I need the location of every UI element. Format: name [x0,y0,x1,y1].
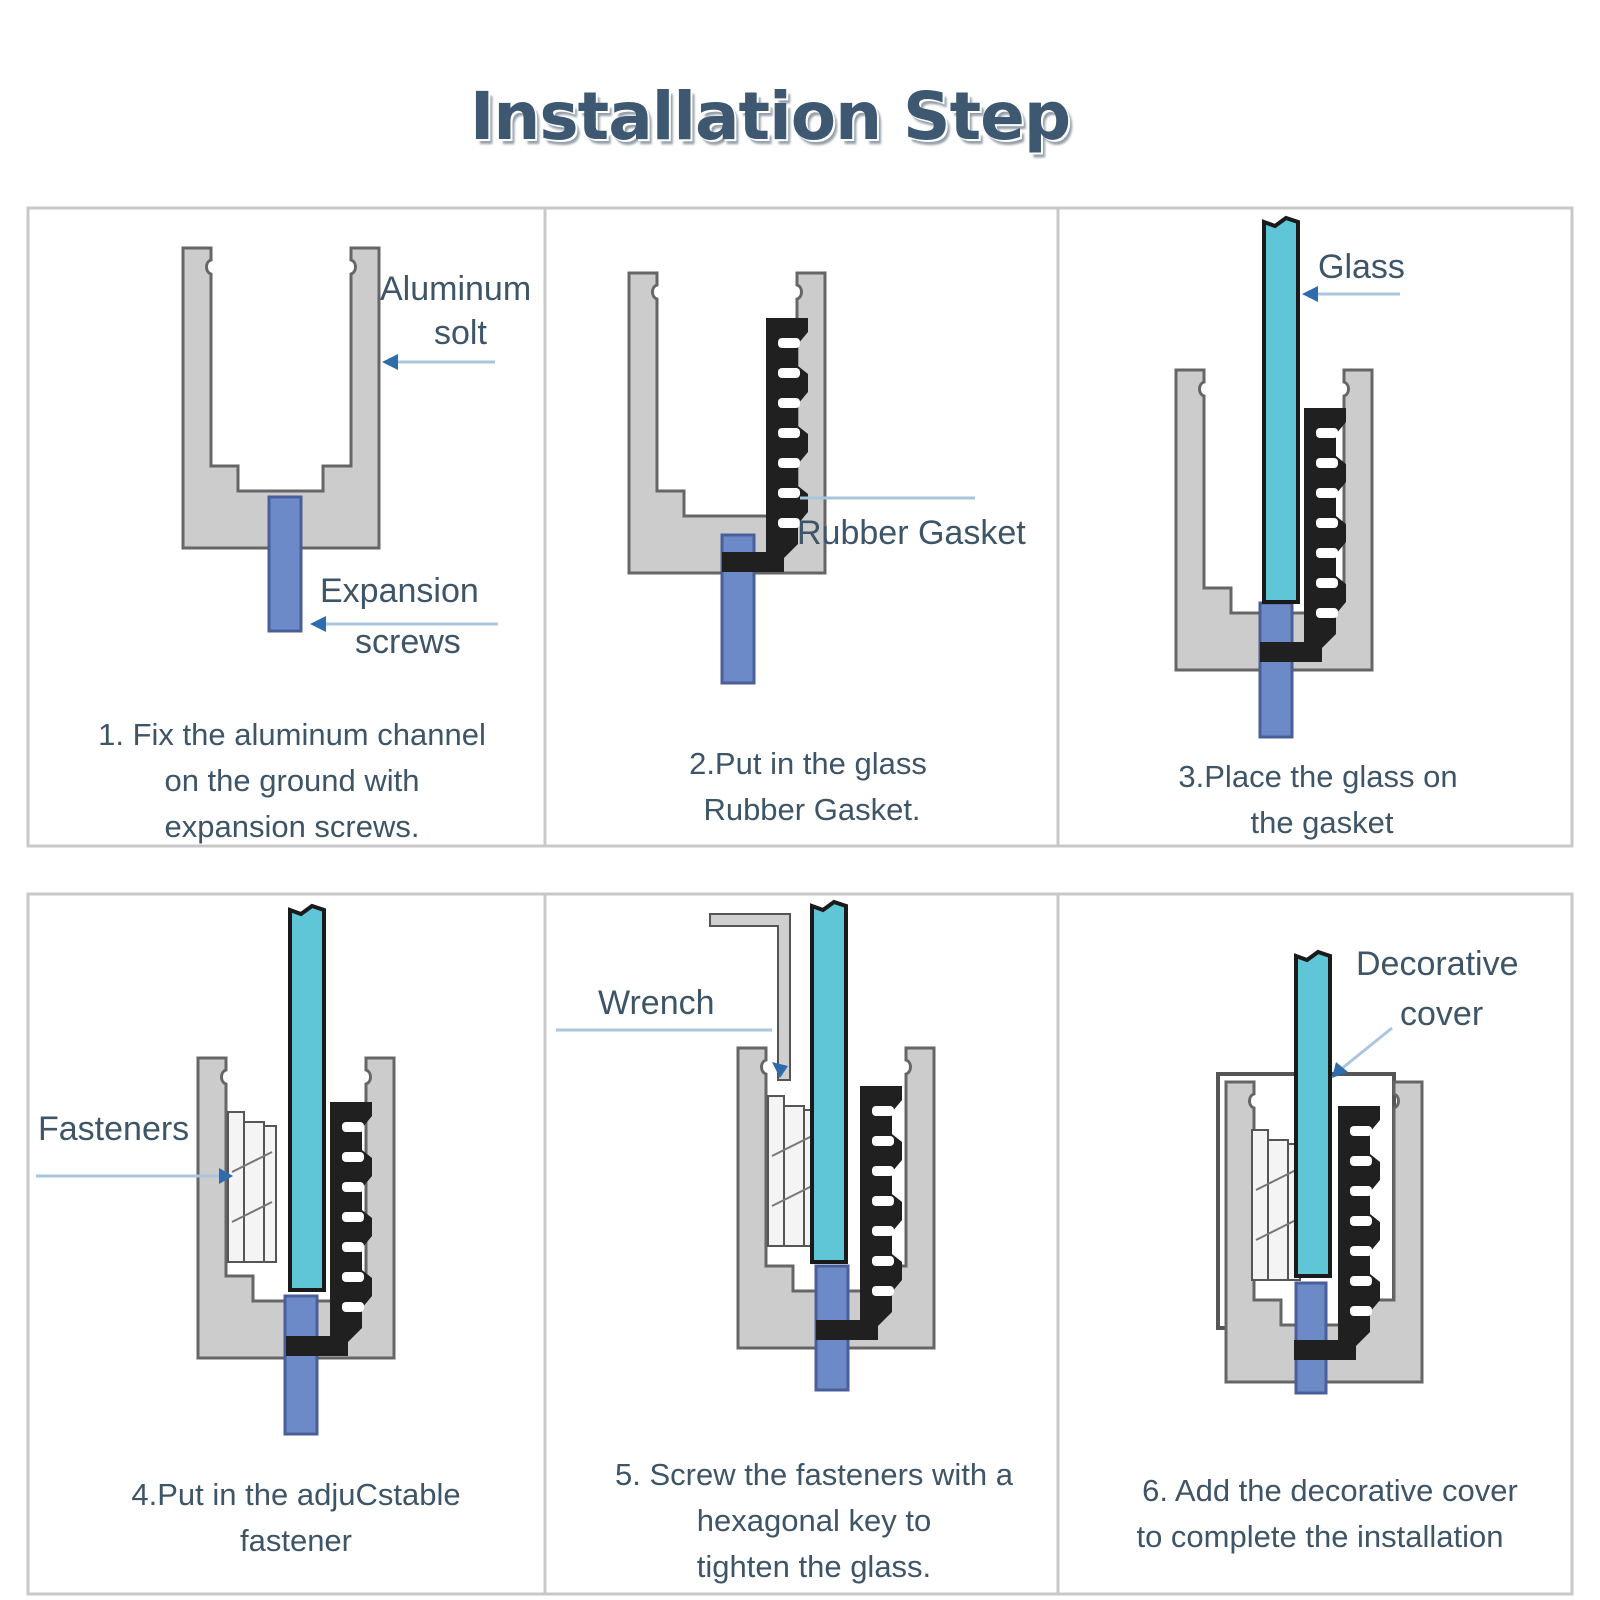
expansion-screw [283,1294,319,1436]
glass-panel [810,899,848,1264]
label-fasteners: Fasteners [38,1110,189,1148]
step-2-illustration [627,271,975,685]
arrow-icon [310,616,326,632]
step-5-illustration [556,899,936,1392]
step-5-caption-line1: 5. Screw the fasteners with a [615,1457,1014,1492]
label-decorative-cover-line1: Decorative [1356,945,1519,983]
expansion-screw [1258,601,1294,739]
label-glass: Glass [1318,248,1405,286]
step-4-caption-line1: 4.Put in the adjuCstable [131,1477,460,1512]
step-1-caption-line1: 1. Fix the aluminum channel [98,717,486,752]
fastener [767,1095,817,1247]
expansion-screw [267,495,303,633]
fastener [1251,1129,1301,1281]
step-1-caption-line2: on the ground with [164,763,419,798]
arrow-icon [772,1062,788,1078]
expansion-screw [1294,1281,1328,1395]
step-4-caption-line2: fastener [240,1523,352,1558]
arrow-icon [382,354,398,370]
step-3-caption-line1: 3.Place the glass on [1178,759,1457,794]
step-5-caption-line2: hexagonal key to [697,1503,931,1538]
label-rubber-gasket: Rubber Gasket [797,514,1026,552]
step-3-caption-line2: the gasket [1250,805,1393,840]
step-1-caption-line3: expansion screws. [164,809,419,844]
label-expansion-screws-line2: screws [355,623,461,661]
arrow-icon [1302,286,1318,302]
step-3-illustration [1174,215,1400,739]
page-title: Installation Step [469,78,1071,155]
glass-panel [288,903,326,1292]
step-6-illustration [1216,949,1424,1395]
fastener [227,1111,277,1263]
step-1-illustration [181,246,498,633]
label-decorative-cover-line2: cover [1400,995,1483,1033]
label-expansion-screws-line1: Expansion [320,572,479,610]
arrow-icon [219,1168,233,1184]
step-6-caption-line1: 6. Add the decorative cover [1142,1473,1518,1508]
label-wrench: Wrench [598,984,715,1022]
leader-line [1339,1026,1393,1072]
step-2-caption-line1: 2.Put in the glass [689,746,927,781]
arrow-icon [1332,1062,1348,1078]
label-aluminum-solt-line1: Aluminum [380,270,531,308]
glass-panel [1294,949,1332,1278]
step-5-caption-line3: tighten the glass. [697,1549,931,1584]
step-6-cell [1056,892,1574,1596]
step-2-caption-line2: Rubber Gasket. [703,792,920,827]
hex-wrench [709,913,791,1081]
step-4-illustration [36,903,396,1436]
label-aluminum-solt-line2: solt [434,314,487,352]
glass-panel [1262,215,1300,604]
step-6-caption-line2: to complete the installation [1136,1519,1503,1554]
step-3-cell [1056,206,1574,848]
